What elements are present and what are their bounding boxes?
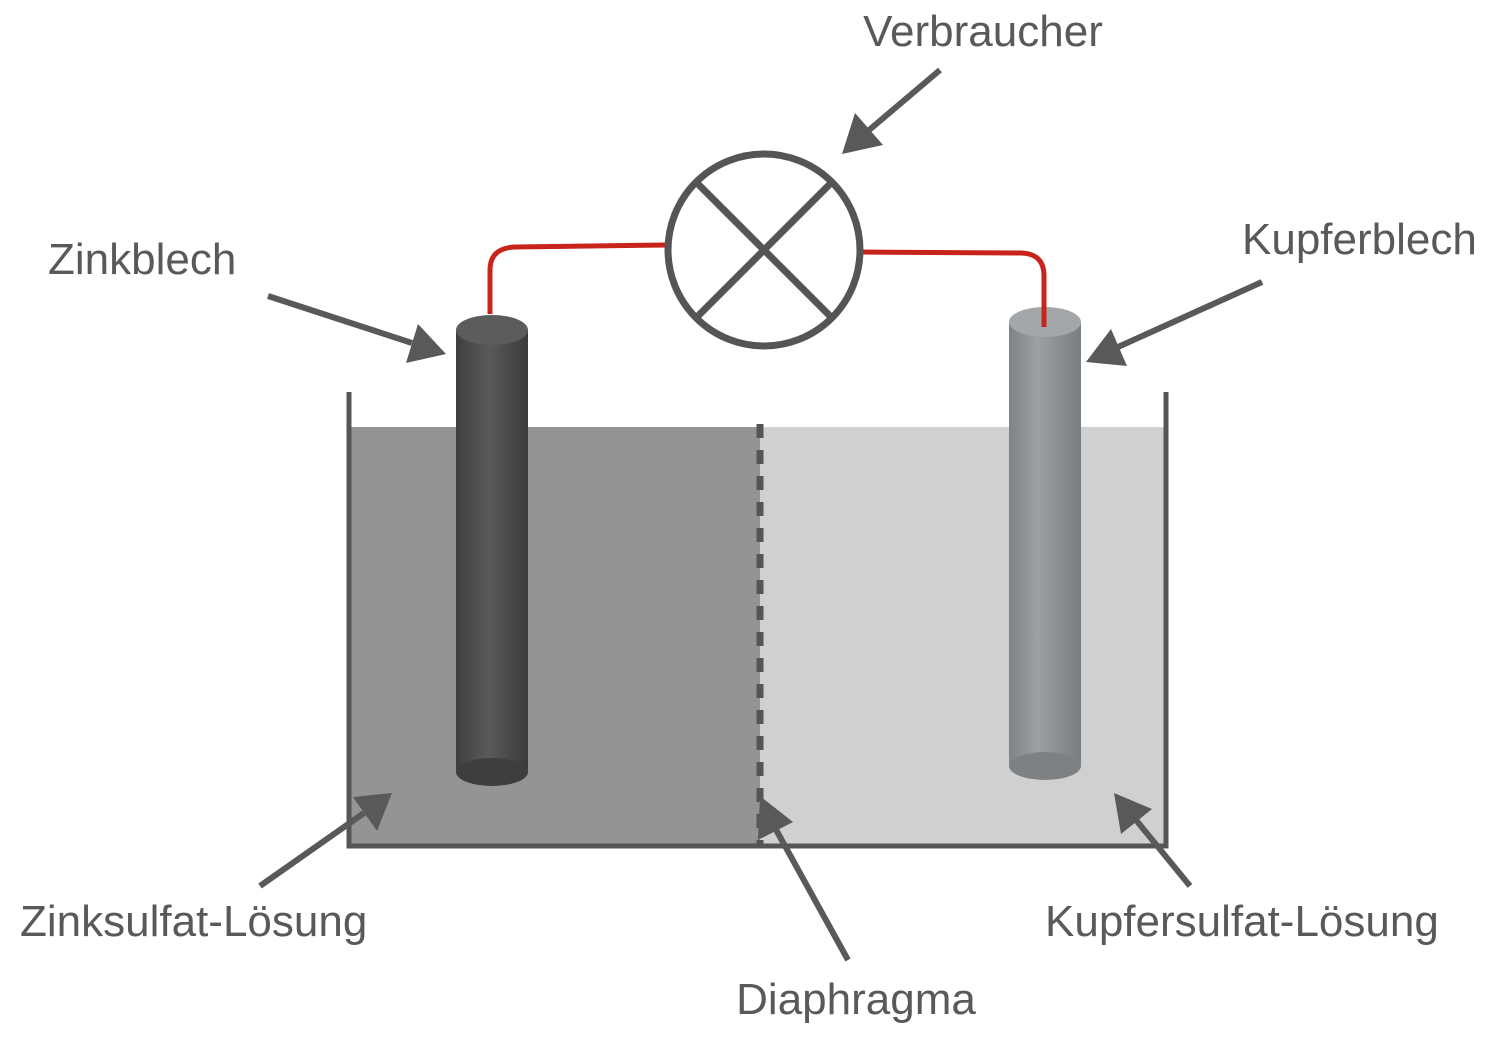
arrow-zinc-solution	[258, 793, 392, 889]
wire-right	[857, 249, 1047, 327]
label-diaphragm: Diaphragma	[736, 975, 976, 1024]
lamp-icon	[664, 150, 864, 350]
wire-left	[487, 242, 669, 314]
label-copper-solution: Kupfersulfat-Lösung	[1045, 897, 1439, 946]
container	[346, 392, 1169, 849]
arrow-copper-plate	[1086, 279, 1264, 366]
label-zinc-plate: Zinkblech	[48, 235, 236, 284]
copper-sulfate-solution	[760, 427, 1165, 845]
zinc-electrode	[456, 315, 528, 786]
zinc-sulfate-solution	[350, 427, 760, 845]
arrow-consumer	[842, 67, 942, 154]
label-copper-plate: Kupferblech	[1242, 215, 1477, 264]
copper-electrode	[1009, 307, 1081, 780]
arrow-diaphragm	[758, 796, 851, 962]
arrow-copper-solution	[1114, 793, 1193, 888]
label-zinc-solution: Zinksulfat-Lösung	[20, 897, 367, 946]
label-consumer: Verbraucher	[863, 7, 1103, 56]
arrow-zinc-plate	[267, 293, 446, 363]
